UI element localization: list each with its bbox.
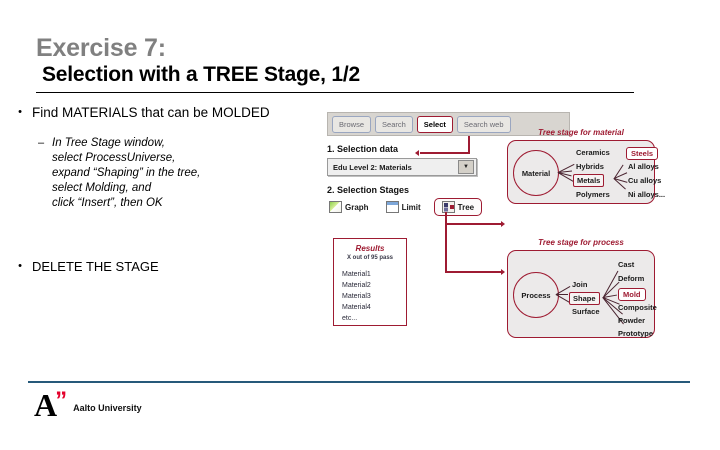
aalto-logo: A ” Aalto University <box>34 387 142 423</box>
arrowhead-tree-process <box>501 269 505 275</box>
list-item: Material1 <box>342 271 371 278</box>
tree-material-leaf-steels[interactable]: Steels <box>626 147 659 160</box>
logo-letter-a: A <box>34 387 57 423</box>
list-item: etc... <box>342 315 358 322</box>
bullet-text: Find MATERIALS that can be MOLDED <box>32 105 270 120</box>
section-heading-selection-data: 1. Selection data <box>327 144 399 154</box>
results-title: Results <box>355 244 385 253</box>
graph-icon <box>329 201 342 213</box>
dropdown-selected-value: Edu Level 2: Materials <box>333 162 412 172</box>
tree-material-leaf-hybrids[interactable]: Hybrids <box>576 162 604 171</box>
tree-process-leaf-prototype[interactable]: Prototype <box>618 329 654 338</box>
tree-process-leaf-surface[interactable]: Surface <box>572 307 600 316</box>
tree-process-leaf-deform[interactable]: Deform <box>618 274 645 283</box>
tree-process-leaf-shape[interactable]: Shape <box>569 292 600 305</box>
sub-line: click “Insert”, then OK <box>52 197 163 209</box>
tree-process-leaf-cast[interactable]: Cast <box>618 260 635 269</box>
title-eyebrow: Exercise 7: <box>36 34 166 62</box>
selection-data-dropdown[interactable]: Edu Level 2: Materials ▼ <box>327 158 477 176</box>
tree-material-leaf-ni-alloys[interactable]: Ni alloys... <box>628 190 666 199</box>
logo-quote-icon: ” <box>55 387 68 414</box>
toolbar-button-search-web[interactable]: Search web <box>456 115 511 133</box>
tree-material-leaf-polymers[interactable]: Polymers <box>576 190 610 199</box>
tree-process-root: Process <box>513 272 559 318</box>
page-title: Exercise 7: Selection with a TREE Stage,… <box>36 34 636 88</box>
stage-button-graph-label: Graph <box>345 202 369 212</box>
tree-material-leaf-metals[interactable]: Metals <box>573 174 605 187</box>
connector-select-vertical <box>468 136 470 154</box>
title-main: Selection with a TREE Stage, 1/2 <box>42 63 361 86</box>
connector-tree-to-process <box>445 271 503 273</box>
tree-icon <box>441 201 455 213</box>
tree-material-caption: Tree stage for material <box>538 128 624 137</box>
toolbar-button-search[interactable]: Search <box>375 115 413 133</box>
toolbar-button-select[interactable]: Select <box>416 115 453 133</box>
list-item: Material4 <box>342 304 371 311</box>
list-item: • DELETE THE STAGE <box>8 258 159 275</box>
results-list: Material1 Material2 Material3 Material4 … <box>334 269 406 324</box>
results-panel: Results X out of 95 pass Material1 Mater… <box>333 238 407 326</box>
bullet-text: DELETE THE STAGE <box>32 259 159 274</box>
branch-line <box>556 294 568 295</box>
limit-icon <box>385 201 399 213</box>
stage-button-limit[interactable]: Limit <box>382 198 425 216</box>
sub-list-item: – In Tree Stage window, select ProcessUn… <box>30 136 308 211</box>
stage-button-graph[interactable]: Graph <box>325 198 373 216</box>
chevron-down-icon[interactable]: ▼ <box>458 160 474 174</box>
section-heading-selection-stages: 2. Selection Stages <box>327 185 410 195</box>
bullet-marker: • <box>18 106 22 118</box>
embedded-app-diagram: Browse Search Select Search web 1. Selec… <box>315 110 675 340</box>
connector-select-horizontal <box>420 152 469 154</box>
arrowhead-selection-data <box>415 150 419 156</box>
stage-button-tree[interactable]: Tree <box>433 198 483 216</box>
tree-material-leaf-al-alloys[interactable]: Al alloys <box>628 162 659 171</box>
toolbar-button-browse[interactable]: Browse <box>332 115 372 133</box>
list-item: • Find MATERIALS that can be MOLDED <box>8 104 308 121</box>
connector-tree-trunk <box>445 212 447 272</box>
sub-line: expand “Shaping” in the tree, <box>52 167 201 179</box>
stage-button-limit-label: Limit <box>401 202 421 212</box>
footer-divider <box>28 381 690 383</box>
sub-line: select Molding, and <box>52 182 152 194</box>
bullet-list: • Find MATERIALS that can be MOLDED – In… <box>8 104 308 211</box>
tree-process-leaf-composite[interactable]: Composite <box>618 303 657 312</box>
selection-stage-buttons: Graph Limit Tree <box>325 198 483 216</box>
organization-name: Aalto University <box>73 403 142 413</box>
tree-process-leaf-powder[interactable]: Powder <box>618 316 646 325</box>
stage-button-tree-label: Tree <box>457 202 475 212</box>
sub-bullet-text: In Tree Stage window, select ProcessUniv… <box>52 136 200 211</box>
sub-line: select ProcessUniverse, <box>52 152 176 164</box>
tree-process-leaf-join[interactable]: Join <box>572 280 588 289</box>
tree-process-caption: Tree stage for process <box>538 238 624 247</box>
list-item: Material3 <box>342 293 371 300</box>
results-subtitle: X out of 95 pass <box>346 255 393 261</box>
sub-line: In Tree Stage window, <box>52 137 165 149</box>
tree-material-leaf-ceramics[interactable]: Ceramics <box>576 148 610 157</box>
sub-bullet-marker: – <box>37 137 45 149</box>
connector-tree-to-material <box>445 223 503 225</box>
tree-material-root: Material <box>513 150 559 196</box>
arrowhead-tree-material <box>501 221 505 227</box>
app-toolbar: Browse Search Select Search web <box>327 112 570 136</box>
tree-material-leaf-cu-alloys[interactable]: Cu alloys <box>628 176 662 185</box>
list-item: Material2 <box>342 282 371 289</box>
bullet-marker: • <box>18 260 22 272</box>
title-divider <box>36 92 634 93</box>
tree-process-leaf-mold[interactable]: Mold <box>618 288 646 301</box>
